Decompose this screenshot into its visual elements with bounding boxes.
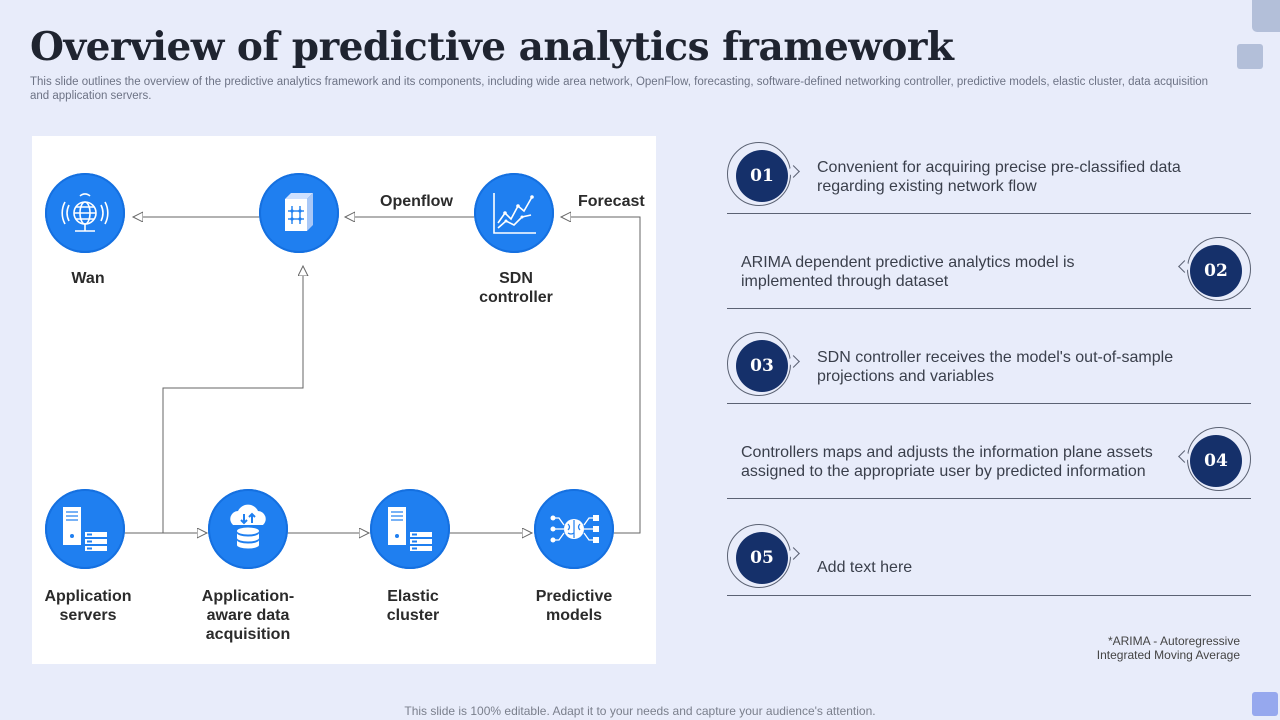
node-predictive-label: Predictive models [535, 588, 613, 624]
corner-decoration [1252, 0, 1280, 32]
node-wan [45, 173, 125, 253]
number-badge: 04 [1190, 435, 1242, 487]
divider [727, 403, 1251, 404]
corner-decoration [1252, 692, 1278, 716]
node-application-servers [45, 489, 125, 569]
number-badge: 05 [736, 532, 788, 584]
server-icon [63, 507, 107, 551]
node-data-acquisition-label: Application- aware data acquisition [201, 588, 295, 643]
diagram-connectors [125, 136, 641, 664]
point-item: 02 ARIMA dependent predictive analytics … [727, 237, 1251, 309]
node-elastic-label: Elastic cluster [386, 588, 440, 624]
point-item: 01 Convenient for acquiring precise pre-… [727, 142, 1251, 214]
node-app-servers-label: Application servers [44, 588, 132, 624]
node-data-acquisition [208, 489, 288, 569]
cloud-database-icon [230, 504, 266, 549]
point-text: Add text here [817, 559, 913, 576]
number-badge: 03 [736, 340, 788, 392]
divider [727, 213, 1251, 214]
number-badge: 01 [736, 150, 788, 202]
node-predictive-models [534, 489, 614, 569]
node-elastic-cluster [370, 489, 450, 569]
node-network-switch [259, 173, 339, 253]
footer-note: This slide is 100% editable. Adapt it to… [404, 704, 876, 718]
page-subtitle: This slide outlines the overview of the … [30, 76, 1209, 102]
point-text: ARIMA dependent predictive analytics mod… [741, 254, 1075, 290]
diagram-panel: Wan [32, 136, 656, 664]
footnote: *ARIMA - Autoregressive Integrated Movin… [1096, 634, 1240, 662]
network-cube-icon [285, 193, 313, 231]
page-title: Overview of predictive analytics framewo… [30, 24, 954, 70]
point-item: 03 SDN controller receives the model's o… [727, 332, 1251, 404]
point-text: Convenient for acquiring precise pre-cla… [817, 159, 1181, 195]
edge-predictive-to-sdn [561, 217, 641, 534]
point-text: Controllers maps and adjusts the informa… [741, 444, 1153, 480]
divider [727, 308, 1251, 309]
node-wan-label: Wan [71, 270, 105, 287]
node-sdn-label: SDN controller [479, 270, 553, 306]
brain-network-icon [550, 515, 599, 543]
edge-label-forecast: Forecast [578, 193, 645, 210]
node-sdn-controller [474, 173, 554, 253]
divider [727, 498, 1251, 499]
edge-servers-to-switch [162, 266, 303, 533]
number-badge: 02 [1190, 245, 1242, 297]
point-text: SDN controller receives the model's out-… [817, 349, 1174, 385]
edge-label-openflow: Openflow [380, 193, 453, 210]
point-item: 04 Controllers maps and adjusts the info… [727, 427, 1251, 499]
point-item: 05 Add text here [727, 524, 1251, 596]
globe-antenna-icon [61, 193, 109, 232]
line-chart-icon [493, 193, 536, 234]
server-icon [388, 507, 432, 551]
corner-decoration [1237, 44, 1263, 69]
divider [727, 595, 1251, 596]
